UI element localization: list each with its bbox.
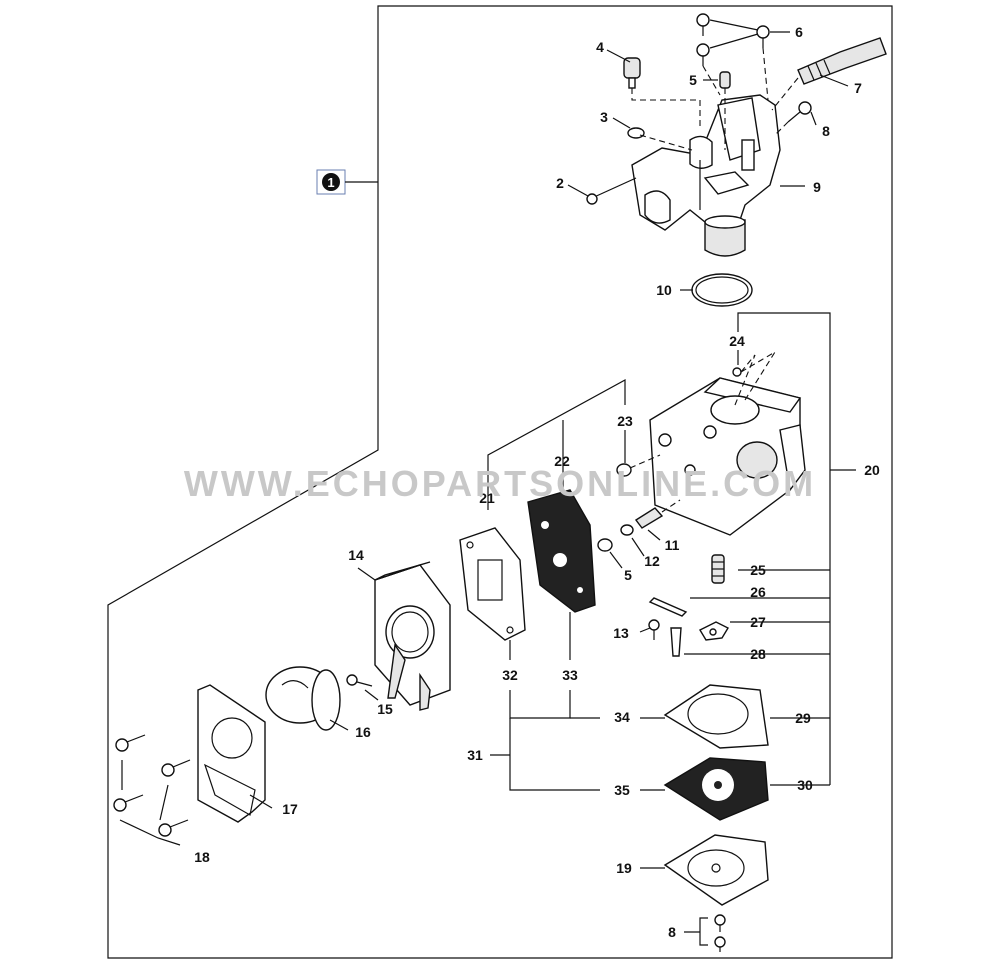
callout-14: 14 — [348, 547, 364, 563]
part-16-primer-bulb[interactable] — [265, 666, 341, 731]
part-18-screws[interactable] — [113, 734, 191, 837]
callout-23: 23 — [617, 413, 633, 429]
part-7-threaded-shaft[interactable] — [797, 37, 887, 85]
callout-34: 34 — [614, 709, 630, 725]
part-21-gasket[interactable] — [459, 527, 526, 641]
part-26-pin[interactable] — [648, 597, 688, 617]
part-5-plug-lower[interactable] — [597, 538, 613, 552]
part-12-nozzle[interactable] — [620, 524, 634, 536]
callout-9: 9 — [813, 179, 821, 195]
callout-6: 6 — [795, 24, 803, 40]
callout-25: 25 — [750, 562, 766, 578]
callout-5a: 5 — [689, 72, 697, 88]
callout-32: 32 — [502, 667, 518, 683]
part-10-o-ring[interactable] — [691, 215, 753, 307]
part-5-pin[interactable] — [719, 71, 731, 89]
part-19-metering-cover[interactable] — [663, 834, 769, 906]
callout-2: 2 — [556, 175, 564, 191]
part-13-screw[interactable] — [648, 619, 660, 640]
part-11-needle[interactable] — [634, 499, 681, 529]
callout-28: 28 — [750, 646, 766, 662]
part-23-plug[interactable] — [616, 454, 661, 477]
part-22-diaphragm-black[interactable] — [527, 489, 596, 613]
part-4-adjust-screw[interactable] — [623, 57, 641, 89]
callout-30: 30 — [797, 777, 813, 793]
callout-22: 22 — [554, 453, 570, 469]
callout-20: 20 — [864, 462, 880, 478]
callout-3: 3 — [600, 109, 608, 125]
part-28-needle[interactable] — [670, 627, 682, 657]
part-34-gasket[interactable] — [663, 684, 769, 749]
part-17-retainer-plate[interactable] — [197, 684, 266, 823]
part-6-screws[interactable] — [696, 13, 770, 66]
callout-17: 17 — [282, 801, 298, 817]
throttle-body-group — [586, 13, 887, 307]
callout-21: 21 — [479, 490, 495, 506]
callout-16: 16 — [355, 724, 371, 740]
callout-29: 29 — [795, 710, 811, 726]
callout-31: 31 — [467, 747, 483, 763]
watermark: WWW.ECHOPARTSONLINE.COM — [184, 463, 816, 504]
callout-4: 4 — [596, 39, 604, 55]
part-8-screw-top[interactable] — [787, 101, 812, 123]
callout-15: 15 — [377, 701, 393, 717]
callout-35: 35 — [614, 782, 630, 798]
part-15-screw[interactable] — [346, 674, 373, 687]
callout-33: 33 — [562, 667, 578, 683]
part-3-clip[interactable] — [627, 127, 645, 139]
leader-lines — [119, 19, 856, 946]
part-24-ball[interactable] — [732, 351, 776, 406]
callout-8a: 8 — [822, 123, 830, 139]
part-27-lever[interactable] — [699, 621, 729, 641]
part-2-screw[interactable] — [586, 177, 637, 205]
part-25-spring[interactable] — [711, 554, 725, 584]
assembly-badge-number: 1 — [327, 175, 334, 190]
callout-27: 27 — [750, 614, 766, 630]
assembly-badge[interactable]: 1 — [316, 169, 346, 195]
callout-labels: 2 3 4 5 6 7 8 9 10 24 23 22 21 20 11 12 … — [194, 24, 880, 940]
callout-19: 19 — [616, 860, 632, 876]
callout-24: 24 — [729, 333, 745, 349]
callout-12: 12 — [644, 553, 660, 569]
part-8-screws-bottom[interactable] — [714, 914, 726, 952]
callout-5b: 5 — [624, 567, 632, 583]
callout-18: 18 — [194, 849, 210, 865]
callout-11: 11 — [665, 537, 680, 553]
callout-26: 26 — [750, 584, 766, 600]
callout-7: 7 — [854, 80, 862, 96]
part-9-throttle-body[interactable] — [631, 94, 781, 231]
part-20-carburetor-body[interactable] — [649, 377, 806, 536]
part-35-metering-diaphragm[interactable] — [663, 757, 769, 821]
callout-10: 10 — [656, 282, 672, 298]
part-14-pump-cover[interactable] — [374, 561, 451, 711]
diagram-frame — [107, 5, 893, 959]
callout-13: 13 — [613, 625, 629, 641]
callout-8b: 8 — [668, 924, 676, 940]
